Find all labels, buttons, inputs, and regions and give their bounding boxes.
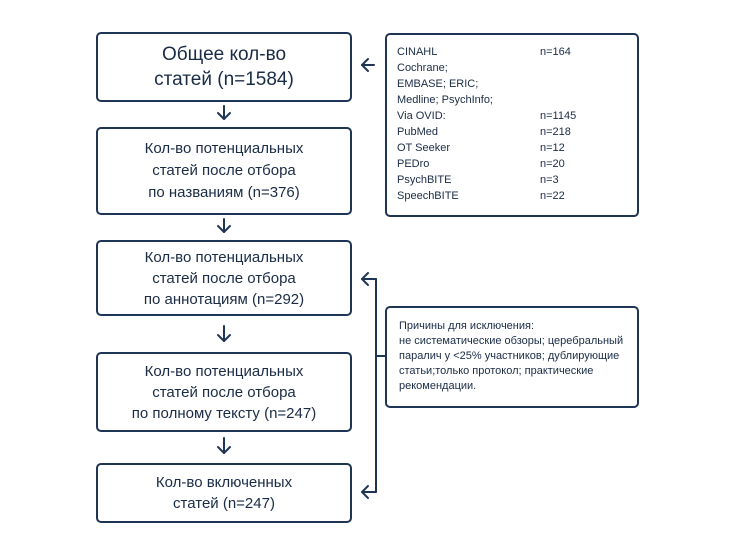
source-count: n=1145 (540, 110, 577, 122)
exclusion-line: Причины для исключения: (399, 320, 535, 332)
box-text-line: Общее кол-во (161, 44, 287, 65)
arrow-left-icon (361, 272, 377, 286)
source-name: OT Seeker (397, 142, 450, 154)
sources-box: CINAHL n=164 Cochrane; EMBASE; ERIC; Medl… (385, 33, 639, 217)
exclusion-reasons-box: Причины для исключения: не систематическ… (385, 306, 639, 408)
box-text-line: статей после отбора (152, 269, 296, 287)
box-text-line: Кол-во потенциальных (144, 248, 304, 266)
abstract-screening-box: Кол-во потенциальных статей после отбора… (96, 240, 352, 316)
source-row: CINAHL n=164 (397, 44, 637, 60)
exclusion-line: статьи;только протокол; практические (399, 365, 594, 377)
source-count: n=20 (540, 158, 565, 170)
included-articles-box: Кол-во включенных статей (n=247) (96, 463, 352, 523)
box-text-line: по названиям (n=376) (148, 184, 300, 201)
source-count: n=3 (540, 174, 559, 186)
source-row: PubMed n=218 (397, 124, 637, 140)
source-name: CINAHL (397, 46, 438, 58)
arrow-down-icon (217, 437, 231, 454)
source-row: OT Seeker n=12 (397, 140, 637, 156)
box-text-line: по полному тексту (n=247) (131, 404, 317, 422)
source-row: Via OVID: n=1145 (397, 108, 637, 124)
source-row: PEDro n=20 (397, 156, 637, 172)
source-count: n=164 (540, 46, 571, 58)
source-name: SpeechBITE (397, 190, 459, 202)
arrow-down-icon (217, 325, 231, 342)
box-text-line: Кол-во потенциальных (144, 362, 304, 380)
arrow-down-icon (217, 218, 231, 233)
box-text-line: Кол-во включенных (155, 474, 293, 491)
source-count: n=22 (540, 190, 565, 202)
exclusion-line: паралич у <25% участников; дублирующие (399, 350, 620, 362)
source-name: Via OVID: (397, 110, 446, 122)
exclusion-bracket (375, 278, 386, 493)
source-row: EMBASE; ERIC; (397, 76, 637, 92)
source-row: Cochrane; (397, 60, 637, 76)
source-name: PsychBITE (397, 174, 452, 186)
box-text-line: статей после отбора (152, 383, 296, 401)
box-text-line: статей (n=247) (173, 495, 275, 512)
source-name: PEDro (397, 158, 430, 170)
source-count: n=218 (540, 126, 571, 138)
box-text-line: по аннотациям (n=292) (143, 290, 305, 308)
source-name: EMBASE; ERIC; (397, 78, 479, 90)
total-articles-box: Общее кол-во статей (n=1584) (96, 32, 352, 102)
exclusion-line: рекомендации. (399, 380, 477, 392)
exclusion-line: не систематические обзоры; церебральный (399, 335, 624, 347)
arrow-down-icon (217, 105, 231, 120)
source-name: Cochrane; (397, 62, 448, 74)
source-name: Medline; PsychInfo; (397, 94, 493, 106)
arrow-left-icon (361, 485, 377, 499)
box-text-line: статей (n=1584) (154, 69, 294, 90)
fulltext-screening-box: Кол-во потенциальных статей после отбора… (96, 352, 352, 432)
box-text-line: статей после отбора (152, 162, 296, 179)
source-row: PsychBITE n=3 (397, 172, 637, 188)
arrow-left-icon (361, 58, 375, 72)
box-text-line: Кол-во потенциальных (144, 140, 304, 157)
source-row: SpeechBITE n=22 (397, 188, 637, 204)
source-row: Medline; PsychInfo; (397, 92, 637, 108)
title-screening-box: Кол-во потенциальных статей после отбора… (96, 127, 352, 215)
source-count: n=12 (540, 142, 565, 154)
source-name: PubMed (397, 126, 438, 138)
